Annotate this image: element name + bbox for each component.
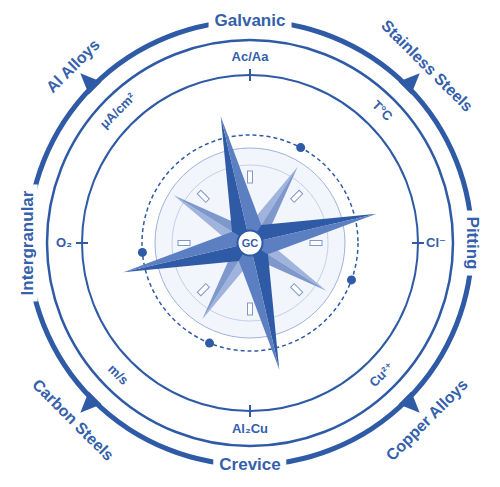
hub-label: GC [242, 237, 259, 249]
star-facet [221, 113, 265, 243]
tick-mark [76, 242, 88, 244]
rose-mark [248, 171, 253, 183]
ring-circle [47, 40, 453, 446]
orbit-dot [296, 143, 305, 152]
rose-tick [248, 171, 253, 183]
tick-mark [249, 69, 251, 81]
alloy-label: Stainless Steels [377, 17, 476, 116]
rose-tick [197, 190, 209, 202]
rose-mark [291, 284, 303, 296]
corrosion-type: Galvanic [209, 12, 292, 31]
orbit-dot [347, 275, 356, 284]
compass-star [94, 87, 406, 399]
major-point [247, 199, 380, 257]
parameter-label: Ac/Aa [232, 50, 269, 64]
corrosion-type: Intergranular [19, 185, 38, 302]
rose-tick [310, 241, 322, 246]
orbit-dot [205, 339, 214, 348]
ring-circle [28, 21, 472, 465]
rose-mark [291, 190, 303, 202]
compass-ring: GalvanicPittingCreviceIntergranularAc/Aa… [25, 18, 475, 468]
rose-mark [197, 190, 209, 202]
star-facet [235, 243, 279, 373]
star-facet [250, 214, 380, 258]
alloy-label: Copper Alloys [382, 375, 471, 464]
rose-tick [291, 284, 303, 296]
parameter-label: μA/cm² [98, 91, 139, 132]
compass-group [74, 67, 426, 419]
major-point [206, 113, 264, 246]
major-point [235, 240, 293, 373]
rose-tick [197, 284, 209, 296]
inner-circle [82, 75, 418, 411]
corrosion-type: Crevice [213, 456, 286, 475]
parameter-label: Cl⁻ [426, 236, 446, 250]
parameter-label: m/s [105, 362, 131, 388]
parameter-label: Al₂Cu [232, 422, 268, 436]
rose-mark [310, 241, 322, 246]
star-facet [120, 228, 250, 272]
rose-tick [178, 241, 190, 246]
parameter-ring: Ac/AaT°C Cl⁻ Cu²⁺ Al₂Cu m/s O₂ μA/cm² GC [45, 38, 455, 448]
major-point [120, 228, 253, 286]
dashed-circle [142, 135, 358, 351]
corrosion-type: Pitting [463, 211, 482, 276]
parameter-label: Cu²⁺ [366, 359, 396, 389]
center-hub: GC [236, 229, 264, 257]
rose-mark [197, 284, 209, 296]
rose-mark [178, 241, 190, 246]
rose-tick [248, 303, 253, 315]
orbit-dot [138, 248, 147, 257]
ring-circle [238, 231, 263, 256]
parameter-label: O₂ [56, 236, 72, 250]
tick-mark [412, 242, 424, 244]
alloy-label: Carbon Steels [29, 376, 118, 465]
parameter-label: T°C [368, 98, 394, 124]
rose-ring [172, 165, 328, 321]
rose-disc [155, 148, 345, 338]
tick-mark [249, 405, 251, 417]
rose-tick [291, 190, 303, 202]
rose-mark [248, 303, 253, 315]
